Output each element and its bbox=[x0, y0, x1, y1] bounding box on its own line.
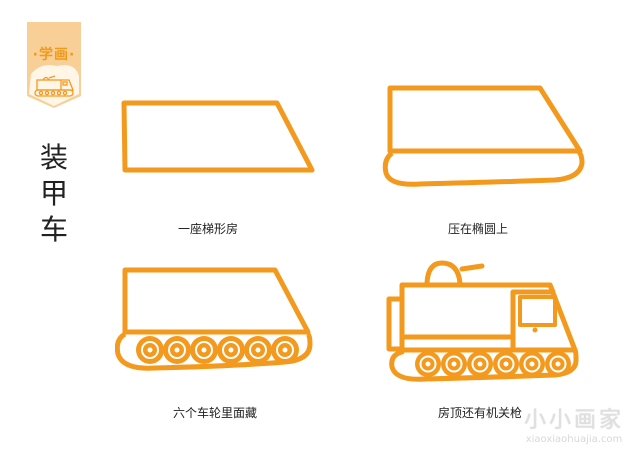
badge-background-icon bbox=[27, 22, 81, 108]
title-char: 甲 bbox=[39, 177, 68, 210]
learn-drawing-badge: ·学画· bbox=[27, 22, 81, 108]
title-char: 装 bbox=[39, 141, 68, 174]
watermark-url: xiaoxiaohuajia.com bbox=[525, 434, 623, 445]
watermark-text: 小小画家 bbox=[523, 408, 624, 433]
page-title: 装 甲 车 bbox=[34, 140, 74, 248]
watermark: 小小画家 xiaoxiaohuajia.com bbox=[510, 402, 638, 445]
step4-armored-car-drawing bbox=[386, 260, 579, 382]
step2-trapezoid-on-ellipse-drawing bbox=[382, 85, 585, 187]
step4-caption: 房顶还有机关枪 bbox=[437, 406, 522, 420]
badge-title: ·学画· bbox=[32, 47, 76, 63]
step2-caption: 压在椭圆上 bbox=[447, 222, 508, 236]
step1-caption: 一座梯形房 bbox=[177, 222, 238, 236]
title-char: 车 bbox=[39, 213, 68, 246]
step3-caption: 六个车轮里面藏 bbox=[172, 406, 257, 420]
step1-trapezoid-drawing bbox=[121, 100, 315, 173]
step3-wheels-drawing bbox=[115, 267, 313, 371]
